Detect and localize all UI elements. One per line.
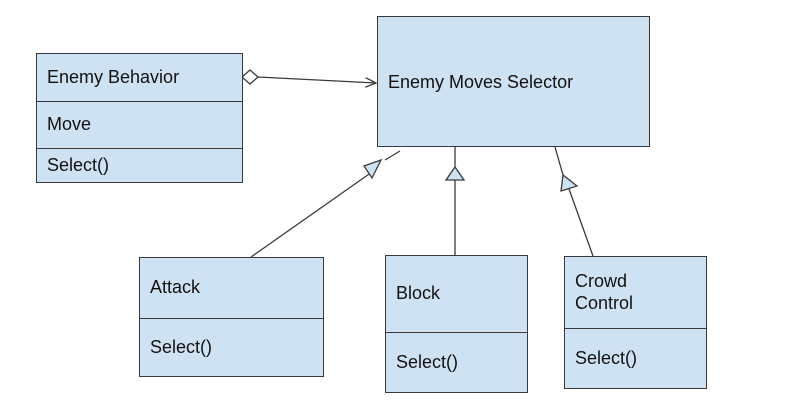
class-block: Block Select() — [385, 255, 528, 393]
generalization-attack — [250, 150, 401, 258]
class-attack-name-text: Attack — [150, 277, 201, 298]
class-crowd-control-method-text: Select() — [575, 347, 638, 368]
class-enemy-behavior-attribute-text: Move — [47, 114, 92, 135]
class-attack-method-text: Select() — [150, 336, 213, 357]
generalization-triangle-attack — [362, 158, 383, 180]
class-enemy-behavior-name: Enemy Behavior — [37, 54, 242, 101]
class-block-method-text: Select() — [396, 351, 459, 372]
class-enemy-moves-selector-name: Enemy Moves Selector — [378, 17, 649, 150]
class-attack-method: Select() — [140, 318, 323, 376]
generalization-stub-attack — [384, 150, 401, 161]
class-block-method: Select() — [386, 332, 527, 392]
generalization-crowd-control — [554, 146, 594, 257]
class-enemy-behavior-name-text: Enemy Behavior — [47, 66, 180, 87]
aggregation-diamond — [241, 69, 259, 85]
generalization-triangle-crowd-control — [560, 173, 579, 192]
class-crowd-control-name: Crowd Control — [565, 257, 706, 328]
class-attack: Attack Select() — [139, 257, 324, 377]
class-crowd-control-method: Select() — [565, 328, 706, 388]
class-crowd-control: Crowd Control Select() — [564, 256, 707, 389]
generalization-triangle-block — [444, 165, 466, 181]
aggregation-line — [257, 76, 376, 83]
class-enemy-behavior: Enemy Behavior Move Select() — [36, 53, 243, 183]
generalization-stub-crowd-control — [554, 146, 564, 176]
class-block-name: Block — [386, 256, 527, 332]
generalization-line-crowd-control — [568, 188, 594, 257]
class-crowd-control-name-text: Crowd Control — [575, 270, 634, 313]
class-enemy-behavior-attribute: Move — [37, 101, 242, 148]
class-block-name-text: Block — [396, 283, 441, 304]
class-enemy-behavior-method: Select() — [37, 148, 242, 182]
generalization-line-attack — [250, 171, 373, 258]
aggregation-link — [241, 69, 376, 85]
generalization-block — [444, 147, 466, 255]
class-enemy-moves-selector: Enemy Moves Selector — [377, 16, 650, 147]
class-enemy-moves-selector-name-text: Enemy Moves Selector — [388, 71, 574, 92]
class-enemy-behavior-method-text: Select() — [47, 154, 110, 175]
class-attack-name: Attack — [140, 258, 323, 318]
